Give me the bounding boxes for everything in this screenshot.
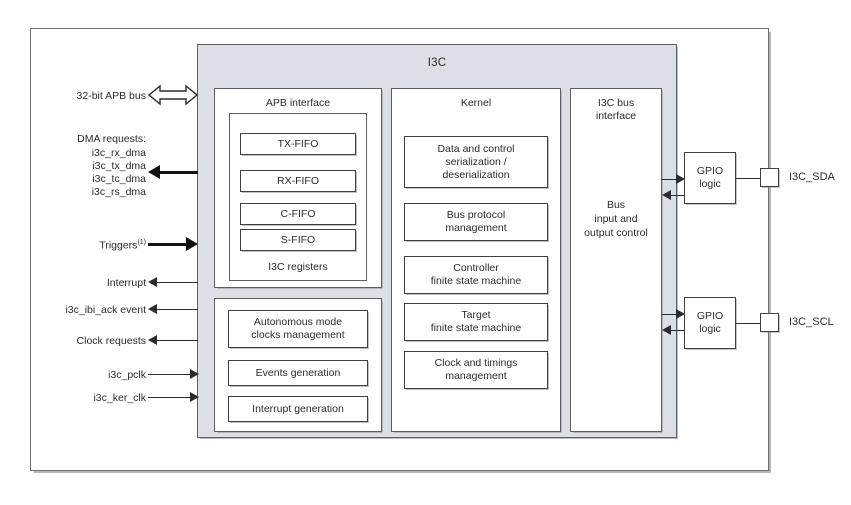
- signal-label-triggers: Triggers(1): [0, 239, 146, 252]
- block-kernel-title: Kernel: [460, 97, 492, 109]
- connector-i3c-pclk-arrow: [148, 368, 200, 380]
- block-bus-input-output-control: Bus input and output control: [570, 198, 662, 240]
- block-c-fifo: C-FIFO: [240, 203, 356, 225]
- signal-label-i3c-tx-dma: i3c_tx_dma: [92, 160, 146, 172]
- block-serialization-line-3: deserialization: [442, 168, 510, 181]
- signal-label-triggers-text: Triggers: [99, 239, 138, 252]
- connector-apb-bus-bidirectional-arrow: [147, 82, 199, 108]
- signal-label-i3c-tc-dma: i3c_tc_dma: [92, 173, 146, 185]
- block-target-finite-state-machine: Target finite state machine: [404, 303, 548, 341]
- pin-label-i3c-sda: I3C_SDA: [789, 171, 835, 183]
- signal-label-i3c-pclk: i3c_pclk: [108, 369, 146, 381]
- block-i3c-bus-interface-title: I3C bus interface: [571, 97, 661, 123]
- signal-label-triggers-footnote: (1): [137, 239, 146, 246]
- block-rx-fifo: RX-FIFO: [240, 170, 356, 192]
- block-controller-line-2: finite state machine: [430, 275, 522, 287]
- block-i3c-bus-interface: I3C bus interface: [570, 88, 662, 432]
- block-target-line-2: finite state machine: [430, 322, 522, 334]
- pin-label-i3c-scl: I3C_SCL: [789, 316, 834, 328]
- block-apb-interface-title: APB interface: [265, 97, 331, 109]
- connector-i3c-ker-clk-arrow: [148, 391, 200, 403]
- block-events-generation: Events generation: [228, 360, 368, 386]
- connector-interrupt-arrow: [148, 276, 198, 288]
- block-gpio-logic-sda: GPIO logic: [684, 152, 736, 204]
- connector-clock-requests-arrow: [148, 334, 198, 346]
- gpio-scl-line-1: GPIO: [696, 310, 724, 322]
- connector-ibi-ack-arrow: [148, 303, 198, 315]
- block-data-and-control-serialization: Data and control serialization / deseria…: [404, 136, 548, 188]
- block-bus-protocol-line-2: management: [445, 222, 507, 234]
- connector-gpio-sda-to-pin: [736, 177, 761, 179]
- block-interrupt-generation: Interrupt generation: [228, 396, 368, 422]
- block-bus-io-line-1: Bus: [606, 199, 626, 211]
- connector-dma-requests-arrow: [148, 165, 198, 179]
- signal-label-dma-requests: DMA requests:: [77, 133, 146, 145]
- block-i3c-registers-caption: I3C registers: [268, 261, 328, 273]
- connector-gpio-scl-to-bus: [662, 324, 686, 336]
- block-serialization-line-2: serialization /: [445, 155, 507, 168]
- block-target-line-1: Target: [461, 309, 491, 321]
- block-gpio-logic-scl: GPIO logic: [684, 297, 736, 349]
- block-clock-timings-line-2: management: [445, 370, 507, 382]
- block-bus-io-line-2: input and: [594, 213, 638, 225]
- block-bus-protocol-management: Bus protocol management: [404, 203, 548, 241]
- signal-label-i3c-ker-clk: i3c_ker_clk: [93, 392, 146, 404]
- gpio-sda-line-2: logic: [699, 178, 721, 190]
- connector-gpio-scl-to-pin: [736, 322, 761, 324]
- block-autonomous-mode-clocks-management: Autonomous mode clocks management: [228, 310, 368, 348]
- block-s-fifo: S-FIFO: [240, 229, 356, 251]
- connector-bus-to-gpio-scl: [662, 308, 686, 320]
- signal-label-i3c-rx-dma: i3c_rx_dma: [91, 147, 146, 159]
- gpio-scl-line-2: logic: [699, 323, 721, 335]
- signal-label-dma-requests-group: DMA requests: i3c_rx_dma i3c_tx_dma i3c_…: [0, 133, 146, 198]
- block-bus-interface-title-line-1: I3C bus: [597, 97, 635, 109]
- signal-label-interrupt: Interrupt: [106, 277, 146, 289]
- block-controller-finite-state-machine: Controller finite state machine: [404, 256, 548, 294]
- block-bus-io-line-3: output control: [584, 227, 648, 239]
- signal-label-clock-requests: Clock requests: [76, 335, 146, 347]
- pin-i3c-scl: [760, 313, 779, 332]
- block-autonomous-line-2: clocks management: [251, 329, 345, 341]
- connector-triggers-arrow: [148, 237, 198, 251]
- gpio-sda-line-1: GPIO: [696, 165, 724, 177]
- connector-bus-to-gpio-sda: [662, 173, 686, 185]
- block-controller-line-1: Controller: [453, 262, 499, 274]
- connector-gpio-sda-to-bus: [662, 189, 686, 201]
- signal-label-i3c-rs-dma: i3c_rs_dma: [91, 186, 146, 198]
- block-bus-interface-title-line-2: interface: [595, 110, 637, 122]
- block-serialization-line-1: Data and control: [437, 142, 515, 155]
- panel-title: I3C: [427, 57, 447, 69]
- block-clock-and-timings-management: Clock and timings management: [404, 351, 548, 389]
- block-autonomous-line-1: Autonomous mode: [253, 316, 343, 328]
- block-clock-timings-line-1: Clock and timings: [434, 357, 518, 369]
- signal-label-ibi-ack-event: i3c_ibi_ack event: [65, 304, 146, 316]
- block-tx-fifo: TX-FIFO: [240, 133, 356, 155]
- block-bus-protocol-line-1: Bus protocol: [446, 209, 506, 221]
- signal-label-apb-bus: 32-bit APB bus: [76, 90, 146, 102]
- pin-i3c-sda: [760, 168, 779, 187]
